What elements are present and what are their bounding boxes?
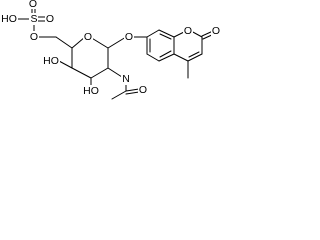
sugar-ring: [58, 36, 127, 89]
label-amide-o: O: [139, 84, 147, 96]
bond-c3-c4-ring: [187, 53, 203, 62]
bond-c4-oh: [58, 60, 73, 69]
bond-benzene-inner-2: [159, 50, 172, 58]
sulfate-group: [16, 4, 73, 49]
bond-benzene-5: [146, 53, 160, 62]
label-sulfate-bridge-o: O: [30, 31, 38, 43]
label-hydroxyl-c4: HO: [43, 55, 59, 67]
bond-ch2-c5: [55, 36, 73, 49]
bond-c4-c4a: [173, 53, 189, 62]
label-glycosidic-o: O: [125, 31, 133, 43]
bond-benzene-4: [158, 53, 175, 62]
bond-benzene-2: [158, 29, 175, 38]
label-sulfur: S: [30, 13, 37, 25]
bond-c3-c4-inner: [188, 51, 200, 58]
label-sulfonyl-o-top: O: [29, 0, 37, 10]
acetamide-group: [111, 82, 140, 100]
coumarin-system: [131, 29, 215, 79]
atom-labels: HO S O O O O O HO HO N O O O: [1, 0, 221, 97]
bond-c2-n: [107, 67, 123, 78]
bond-c3-c4: [71, 67, 92, 79]
label-amide-n: N: [122, 73, 130, 85]
bond-benzene-1: [146, 29, 160, 38]
chemical-structure-diagram: HO S O O O O O HO HO N O O O: [1, 0, 221, 100]
bond-carbonyl-c-methyl: [111, 90, 127, 100]
bond-c2-c3: [90, 67, 109, 79]
bond-c1-glycosidic-o: [107, 36, 127, 49]
label-hydroxyl-c3: HO: [83, 85, 99, 97]
label-ring-o: O: [84, 31, 92, 43]
label-sulfonyl-o-right: O: [46, 13, 54, 25]
label-lactone-o: O: [184, 25, 192, 37]
bond-carbonyl-c-o-2: [125, 91, 140, 95]
label-carbonyl-o: O: [212, 25, 220, 37]
bond-c5-ring-o: [71, 36, 86, 49]
bond-carbonyl-c-o-1: [125, 88, 140, 92]
bond-benzene-inner-1: [159, 33, 172, 40]
label-hydroxyl-sulfate: HO: [1, 13, 17, 25]
